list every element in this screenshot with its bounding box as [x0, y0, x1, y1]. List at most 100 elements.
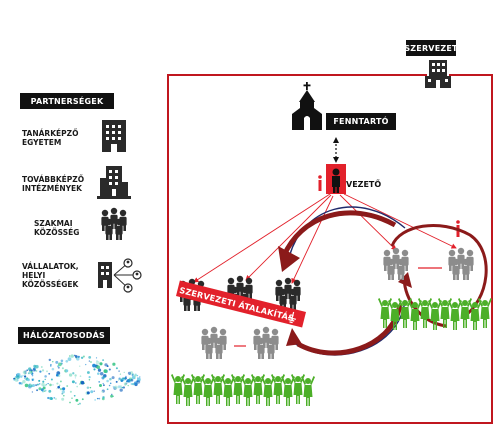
partnerships-header: PARTNERSÉGEK	[20, 93, 114, 109]
network-dot	[103, 369, 108, 373]
network-dot	[80, 356, 84, 359]
network-dot	[96, 365, 100, 369]
network-dot	[115, 367, 118, 370]
network-dot	[139, 376, 141, 378]
network-dot	[62, 387, 66, 391]
network-dot	[126, 379, 131, 383]
network-dot	[62, 394, 65, 397]
network-dot	[55, 360, 59, 364]
network-dot	[48, 372, 51, 375]
network-dot	[85, 363, 87, 366]
network-dot	[90, 390, 94, 394]
network-dot	[99, 371, 104, 376]
people-group-grey-left-2	[253, 327, 278, 359]
network-dot	[48, 389, 52, 393]
network-dot	[110, 394, 113, 398]
network-dot	[108, 368, 111, 371]
network-dot	[58, 384, 61, 387]
network-dot	[30, 370, 33, 373]
partner-label-companies: VÁLLALATOK, HELYI KÖZÖSSÉGEK	[22, 262, 79, 289]
network-dot	[58, 362, 62, 367]
network-dot	[23, 375, 27, 378]
network-dot	[131, 376, 136, 380]
network-dot	[104, 363, 108, 367]
network-dot	[79, 375, 82, 377]
network-dot	[86, 371, 90, 374]
network-dot	[16, 375, 20, 379]
network-dot	[130, 378, 134, 382]
network-dot	[49, 396, 53, 400]
network-dot	[22, 380, 26, 384]
network-dot	[97, 368, 102, 372]
network-dot	[120, 379, 124, 382]
network-dot	[104, 375, 107, 378]
network-dot	[131, 374, 134, 377]
network-dot	[48, 358, 51, 362]
network-dot	[119, 373, 122, 375]
network-dot	[74, 374, 77, 377]
network-dot	[93, 390, 96, 393]
network-dot	[41, 369, 45, 372]
network-dot	[82, 355, 85, 358]
network-dot	[98, 397, 101, 400]
network-dot	[46, 370, 48, 373]
network-dot	[86, 391, 90, 395]
network-dot	[108, 384, 111, 387]
network-dot	[77, 355, 80, 358]
network-dot	[79, 383, 81, 385]
network-dot	[38, 387, 42, 391]
network-dot	[70, 354, 74, 358]
network-dot	[22, 374, 24, 377]
network-dot	[44, 378, 46, 381]
network-dot	[50, 378, 53, 381]
people-group-grey-right-2	[448, 248, 473, 280]
network-dot	[69, 390, 72, 393]
network-dot	[59, 387, 63, 391]
network-dot	[71, 380, 75, 384]
network-dot	[47, 396, 50, 400]
network-dot	[88, 378, 91, 381]
network-dot	[115, 380, 118, 383]
network-dot	[41, 382, 45, 387]
network-dot	[123, 371, 125, 373]
network-dot	[78, 402, 81, 405]
network-dot	[92, 363, 96, 368]
church-icon	[292, 82, 322, 130]
network-dot	[19, 375, 23, 378]
network-dot	[95, 357, 98, 359]
green-people-left	[171, 374, 315, 406]
network-building-icon	[98, 258, 142, 293]
network-dot	[50, 363, 52, 366]
network-dot	[44, 375, 47, 378]
network-dot	[117, 385, 121, 389]
network-dot	[106, 388, 109, 391]
network-dot	[28, 367, 32, 371]
network-dot	[81, 398, 84, 401]
network-dot	[44, 384, 47, 387]
network-dot	[31, 391, 34, 393]
network-dot	[22, 370, 27, 375]
network-dot	[39, 370, 42, 373]
organization-building-icon	[425, 58, 451, 88]
network-dot	[67, 357, 72, 361]
leader-icon	[326, 164, 346, 194]
network-dot	[77, 403, 79, 406]
leader-label: VEZETŐ	[346, 180, 382, 189]
info-icon	[318, 175, 322, 191]
network-dot	[61, 390, 65, 394]
network-dot	[74, 355, 78, 358]
network-dot	[26, 369, 29, 372]
network-dot	[127, 384, 129, 387]
network-dot	[102, 359, 105, 362]
network-dot	[98, 381, 101, 383]
network-dot	[102, 376, 105, 379]
network-dot	[130, 382, 133, 386]
network-dot	[136, 374, 139, 377]
network-dot	[24, 383, 29, 388]
network-dot	[68, 373, 73, 377]
network-dot	[52, 384, 54, 386]
network-dot	[32, 368, 36, 372]
network-dot	[96, 397, 99, 400]
network-dot	[95, 360, 100, 365]
network-dot	[27, 378, 30, 382]
